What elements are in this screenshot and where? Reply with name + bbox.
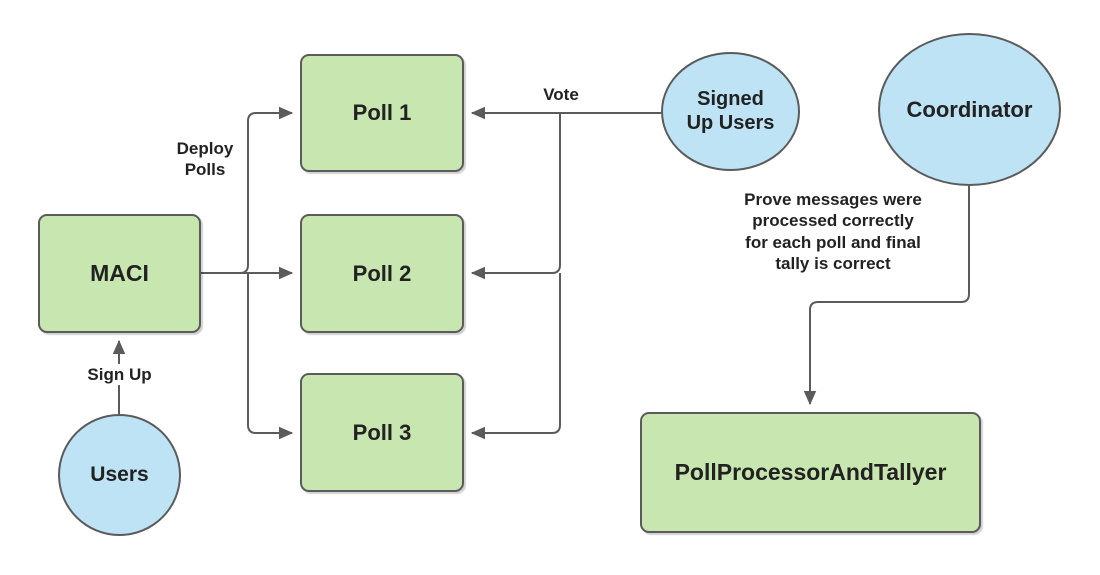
edge-label-vote: Vote: [533, 84, 589, 106]
edge-maci-to-poll3: [247, 273, 294, 440]
node-users[interactable]: Users: [58, 414, 181, 536]
node-poll-2[interactable]: Poll 2: [300, 214, 464, 333]
edge-maci-to-poll1: [201, 106, 294, 274]
edge-coord-to-ppt: [803, 186, 970, 406]
edge-label-deploy-polls: Deploy Polls: [163, 138, 247, 181]
node-poll-3-label: Poll 3: [352, 419, 412, 445]
edge-signed-to-poll2: [470, 113, 561, 280]
node-signed-up-users[interactable]: Signed Up Users: [661, 52, 800, 171]
node-pollprocessorandtallyer[interactable]: PollProcessorAndTallyer: [640, 412, 981, 533]
node-poll-1[interactable]: Poll 1: [300, 54, 464, 172]
node-poll-2-label: Poll 2: [352, 260, 412, 286]
edge-label-sign-up: Sign Up: [71, 364, 168, 386]
node-maci-label: MACI: [90, 259, 149, 286]
node-pollprocessorandtallyer-label: PollProcessorAndTallyer: [674, 458, 947, 485]
node-maci[interactable]: MACI: [38, 214, 201, 333]
node-coordinator[interactable]: Coordinator: [878, 33, 1061, 186]
node-poll-1-label: Poll 1: [352, 100, 412, 126]
node-users-label: Users: [90, 462, 149, 486]
edge-label-prove-messages: Prove messages were processed correctly …: [712, 189, 954, 275]
node-signed-up-users-label: Signed Up Users: [686, 87, 775, 134]
edge-signed-to-poll3: [470, 273, 561, 440]
node-coordinator-label: Coordinator: [906, 96, 1033, 122]
node-poll-3[interactable]: Poll 3: [300, 373, 464, 492]
